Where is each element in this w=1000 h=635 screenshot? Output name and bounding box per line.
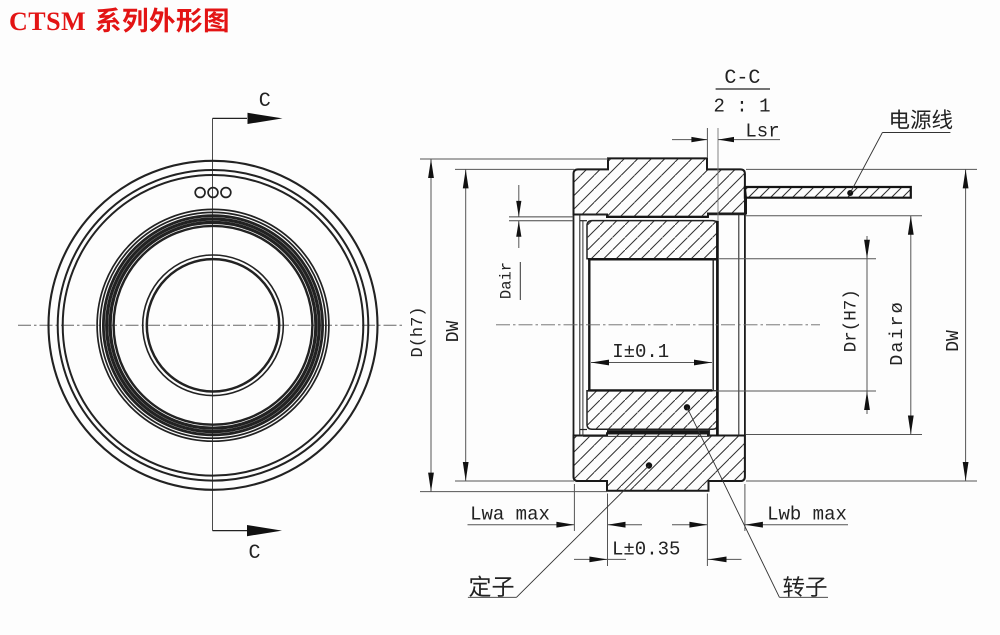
- svg-text:L±0.35: L±0.35: [612, 539, 680, 561]
- svg-text:DW: DW: [944, 330, 964, 352]
- svg-text:DW: DW: [444, 321, 464, 343]
- svg-text:Lwb max: Lwb max: [767, 504, 847, 526]
- svg-text:Lsr: Lsr: [745, 121, 779, 143]
- svg-text:C: C: [248, 542, 260, 565]
- svg-text:C-C: C-C: [724, 67, 760, 90]
- svg-text:Dr(H7): Dr(H7): [842, 289, 862, 352]
- svg-text:Dairø: Dairø: [887, 300, 908, 366]
- svg-text:Dair: Dair: [498, 262, 516, 299]
- svg-text:2 : 1: 2 : 1: [713, 96, 770, 118]
- svg-text:CTSM: CTSM: [9, 7, 86, 36]
- svg-text:D(h7): D(h7): [409, 306, 428, 357]
- svg-text:Lwa max: Lwa max: [470, 504, 550, 526]
- svg-text:I±0.1: I±0.1: [612, 341, 669, 363]
- svg-text:C: C: [259, 90, 271, 113]
